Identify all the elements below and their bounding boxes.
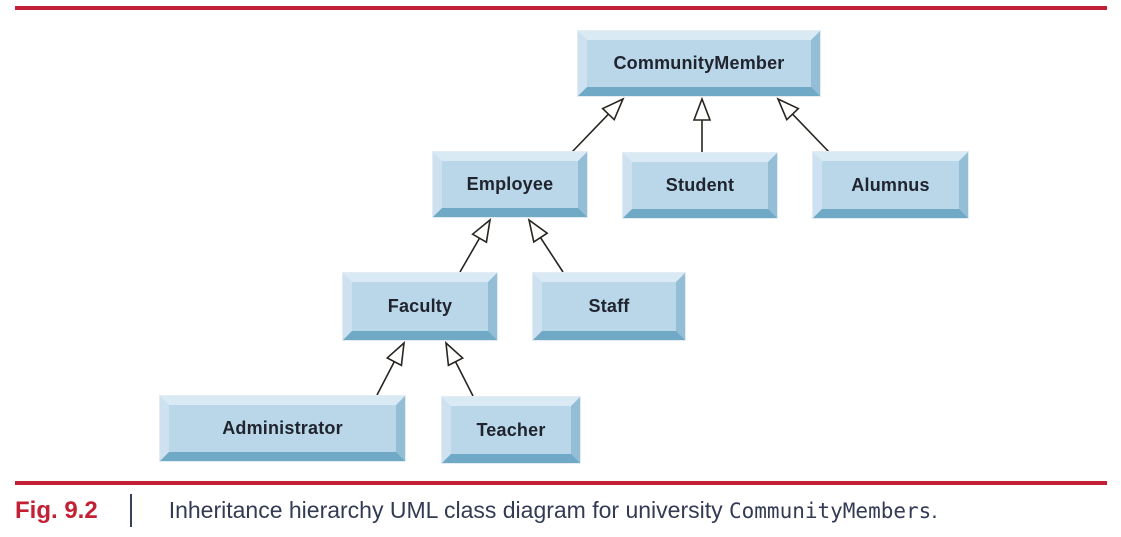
caption-code-text: CommunityMembers [729, 498, 932, 523]
uml-class-communitymember: CommunityMember [577, 30, 821, 97]
uml-class-label: CommunityMember [613, 53, 785, 73]
uml-class-student: Student [622, 152, 778, 219]
arrow-faculty-to-employee [459, 218, 492, 273]
figure-caption: Fig. 9.2 Inheritance hierarchy UML class… [15, 494, 1107, 527]
uml-class-label: Staff [588, 296, 630, 316]
top-red-rule [15, 6, 1107, 10]
uml-class-staff: Staff [532, 272, 686, 341]
uml-class-label: Employee [466, 174, 554, 194]
uml-class-faculty: Faculty [342, 272, 498, 341]
arrow-administrator-to-faculty [376, 341, 406, 396]
uml-class-administrator: Administrator [159, 395, 406, 462]
uml-class-teacher: Teacher [441, 396, 581, 464]
figure-number: Fig. 9.2 [15, 496, 98, 524]
caption-text: Inheritance hierarchy UML class diagram … [168, 497, 729, 523]
uml-class-label: Alumnus [851, 174, 930, 195]
uml-class-label: Administrator [222, 418, 343, 438]
arrow-staff-to-employee [527, 218, 564, 273]
uml-class-label: Faculty [387, 296, 453, 316]
bottom-red-rule [15, 481, 1107, 485]
arrow-teacher-to-faculty [444, 340, 474, 397]
uml-class-alumnus: Alumnus [812, 151, 969, 219]
caption-period: . [931, 497, 938, 523]
uml-class-label: Teacher [476, 419, 546, 440]
uml-class-employee: Employee [432, 151, 588, 218]
arrow-employee-to-communitymember [571, 97, 625, 153]
arrow-alumnus-to-communitymember [776, 97, 830, 153]
caption-separator-bar [129, 494, 132, 527]
uml-class-label: Student [665, 175, 735, 195]
